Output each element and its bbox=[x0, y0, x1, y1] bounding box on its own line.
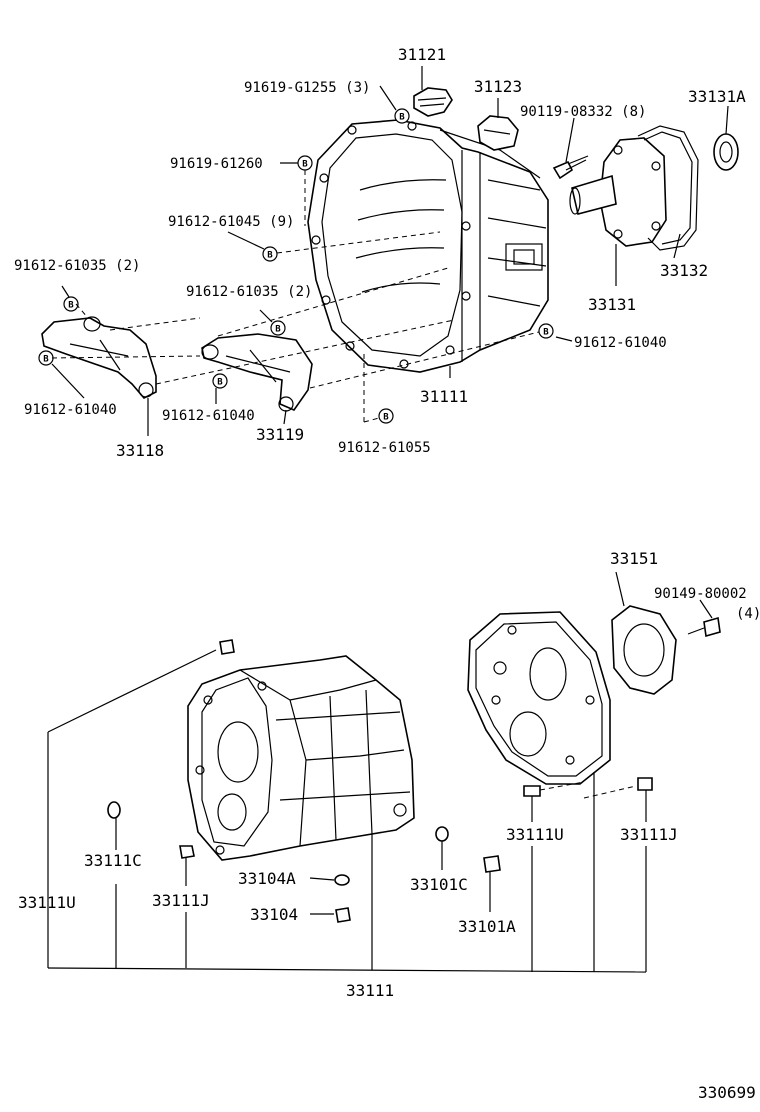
label-33101A: 33101A bbox=[458, 917, 516, 936]
lower-leader-lines bbox=[47, 571, 713, 973]
label-91612-61055: 91612-61055 bbox=[338, 440, 431, 456]
svg-text:B: B bbox=[302, 160, 308, 170]
svg-text:B: B bbox=[275, 325, 281, 335]
label-33111J-right: 33111J bbox=[620, 825, 678, 844]
label-33111J-left: 33111J bbox=[152, 891, 210, 910]
label-91612-61045: 91612-61045 (9) bbox=[168, 214, 294, 230]
pin-33111J-left bbox=[179, 845, 195, 859]
svg-text:B: B bbox=[383, 413, 389, 423]
plug-33104 bbox=[335, 907, 351, 923]
adapter-plate bbox=[467, 611, 611, 785]
bolt-90149-80002 bbox=[687, 616, 721, 638]
oil-seal-33131A bbox=[713, 133, 739, 171]
pin-33111U-right bbox=[523, 785, 541, 797]
label-90149-qty: (4) bbox=[736, 606, 760, 622]
bolt-marker-91612-61040-mid: B bbox=[212, 373, 228, 389]
label-33131: 33131 bbox=[588, 295, 636, 314]
svg-text:B: B bbox=[399, 113, 405, 123]
label-91612-61040-left: 91612-61040 bbox=[24, 402, 117, 418]
label-33104: 33104 bbox=[250, 905, 298, 924]
transmission-case-33111 bbox=[187, 655, 415, 861]
diagram-code: 330699 bbox=[698, 1083, 756, 1102]
label-33131A: 33131A bbox=[688, 87, 746, 106]
dowel-upper-left bbox=[219, 639, 235, 655]
label-91612-61040-mid: 91612-61040 bbox=[162, 408, 255, 424]
bolt-90119-08332 bbox=[552, 155, 589, 180]
label-33111C: 33111C bbox=[84, 851, 142, 870]
upper-leader-lines bbox=[51, 66, 729, 436]
pin-33111U-left bbox=[107, 801, 121, 819]
label-33104A: 33104A bbox=[238, 869, 296, 888]
label-31121: 31121 bbox=[398, 45, 446, 64]
label-91612-61040-right: 91612-61040 bbox=[574, 335, 667, 351]
svg-text:B: B bbox=[217, 378, 223, 388]
bolt-marker-91619-61260: B bbox=[297, 155, 313, 171]
label-91619-61260: 91619-61260 bbox=[170, 156, 263, 172]
svg-text:B: B bbox=[68, 301, 74, 311]
label-31111: 31111 bbox=[420, 387, 468, 406]
label-33151: 33151 bbox=[610, 549, 658, 568]
label-91619-G1255: 91619-G1255 (3) bbox=[244, 80, 370, 96]
cover-31121 bbox=[413, 87, 453, 117]
label-33119: 33119 bbox=[256, 425, 304, 444]
bolt-marker-91619-G1255: B bbox=[394, 108, 410, 124]
plug-33101C bbox=[435, 826, 449, 842]
svg-text:B: B bbox=[267, 251, 273, 261]
pin-33111J-right bbox=[637, 777, 653, 791]
clutch-housing-31111 bbox=[307, 119, 549, 373]
label-31123: 31123 bbox=[474, 77, 522, 96]
label-33101C: 33101C bbox=[410, 875, 468, 894]
label-33118: 33118 bbox=[116, 441, 164, 460]
gasket-33132 bbox=[637, 125, 699, 251]
label-90119-08332: 90119-08332 (8) bbox=[520, 104, 646, 120]
boot-31123 bbox=[477, 115, 519, 151]
bolt-marker-91612-61055: B bbox=[378, 408, 394, 424]
svg-text:B: B bbox=[543, 328, 549, 338]
extension-housing-33131 bbox=[569, 137, 667, 247]
label-91612-61035-mid: 91612-61035 (2) bbox=[186, 284, 312, 300]
label-33132: 33132 bbox=[660, 261, 708, 280]
retainer-33151 bbox=[611, 605, 677, 695]
bolt-marker-91612-61035-left: B bbox=[63, 296, 79, 312]
bolt-marker-91612-61045: B bbox=[262, 246, 278, 262]
plug-33104A bbox=[334, 874, 350, 886]
bolt-marker-91612-61040-right: B bbox=[538, 323, 554, 339]
svg-text:B: B bbox=[43, 355, 49, 365]
label-91612-61035-left: 91612-61035 (2) bbox=[14, 258, 140, 274]
bracket-33118 bbox=[41, 316, 157, 399]
label-33111U-right: 33111U bbox=[506, 825, 564, 844]
bracket-33119 bbox=[201, 333, 313, 412]
label-33111: 33111 bbox=[346, 981, 394, 1000]
label-33111U-left: 33111U bbox=[18, 893, 76, 912]
label-90149-80002: 90149-80002 bbox=[654, 586, 747, 602]
bolt-marker-91612-61040-left: B bbox=[38, 350, 54, 366]
plug-33101A bbox=[483, 855, 501, 873]
bolt-marker-91612-61035-mid: B bbox=[270, 320, 286, 336]
